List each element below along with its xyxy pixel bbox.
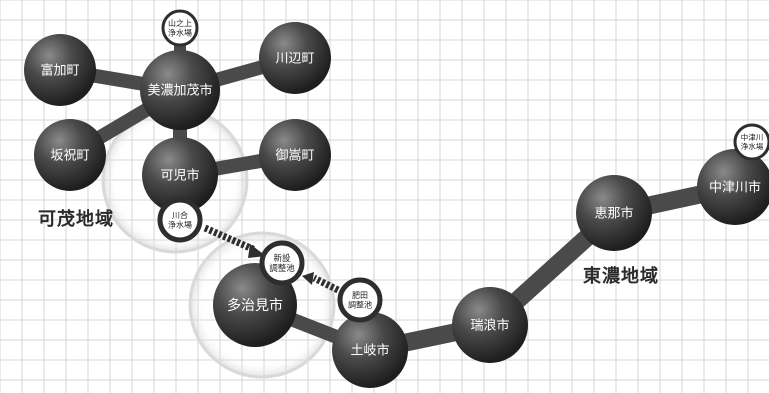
node-circle <box>259 119 331 191</box>
facility-circle <box>733 123 769 161</box>
node-label: 美濃加茂市 <box>147 83 212 99</box>
flow-kawai-to-shinsetsu <box>203 224 257 254</box>
node-tomika: 富加町 <box>24 34 96 106</box>
node-mitake: 御嵩町 <box>259 119 331 191</box>
facility-label-line: 山之上 <box>168 18 192 28</box>
node-label: 川辺町 <box>275 52 314 67</box>
node-nakatsugawa: 中津川市 <box>697 149 769 225</box>
flow-arrowhead-2 <box>302 272 314 285</box>
facility-label-line: 調整池 <box>348 300 372 310</box>
facility-circle <box>161 9 199 47</box>
facility-label-line: 新設 <box>273 253 291 264</box>
node-mizunami: 瑞浪市 <box>452 287 528 363</box>
node-label: 土岐市 <box>350 343 389 359</box>
region-label-tono: 東濃地域 <box>583 266 659 287</box>
node-circle <box>34 119 106 191</box>
facility-label-line: 中津川 <box>741 132 764 142</box>
node-label: 可児市 <box>160 168 199 184</box>
node-label: 多治見市 <box>227 297 283 314</box>
facility-label-line: 浄水場 <box>168 28 192 38</box>
facility-circle <box>337 277 383 323</box>
node-label: 中津川市 <box>709 180 761 196</box>
facility-label-line: 調整池 <box>269 263 295 274</box>
facility-circle <box>157 197 203 243</box>
node-toki: 土岐市 <box>332 312 408 388</box>
node-minokamo: 美濃加茂市 <box>140 50 220 130</box>
facility-label-line: 浄水場 <box>741 141 764 151</box>
node-circle <box>452 287 528 363</box>
node-label: 恵那市 <box>594 206 633 222</box>
facility-circle <box>259 240 305 286</box>
facility-label-line: 肥田 <box>352 291 368 300</box>
node-kani: 可児市 <box>142 137 218 213</box>
node-circle <box>142 137 218 213</box>
node-circle <box>332 312 408 388</box>
node-label: 瑞浪市 <box>470 318 509 334</box>
region-label-kamo: 可茂地域 <box>38 209 114 230</box>
facility-label-line: 川合 <box>172 210 188 220</box>
node-circle <box>259 22 331 94</box>
node-label: 坂祝町 <box>50 149 89 164</box>
node-circle <box>24 34 96 106</box>
facility-label-line: 浄水場 <box>168 220 192 230</box>
flow-hida-to-shinsetsu <box>312 274 340 294</box>
node-circle <box>576 175 652 251</box>
node-ena: 恵那市 <box>576 175 652 251</box>
node-label: 御嵩町 <box>275 149 314 164</box>
node-circle <box>140 50 220 130</box>
node-sakahogi: 坂祝町 <box>34 119 106 191</box>
node-kawabe: 川辺町 <box>259 22 331 94</box>
node-circle <box>697 149 769 225</box>
node-label: 富加町 <box>40 63 79 79</box>
